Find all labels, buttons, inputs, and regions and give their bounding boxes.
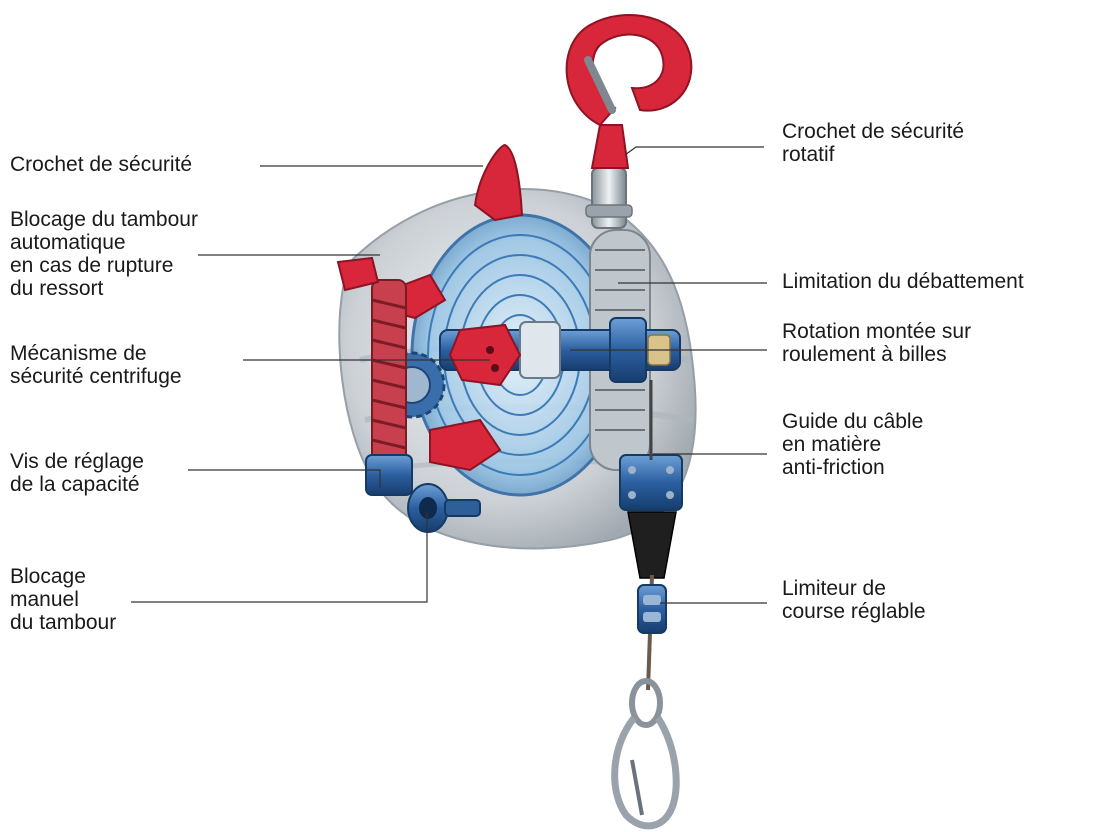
- device-illustration: [338, 15, 696, 826]
- leader-blocage-manuel: [131, 512, 427, 602]
- label-vis-reglage: Vis de réglage de la capacité: [10, 450, 144, 496]
- label-crochet-rotatif: Crochet de sécurité rotatif: [782, 120, 964, 166]
- label-blocage-manuel: Blocage manuel du tambour: [10, 565, 116, 634]
- label-limitation-debattement: Limitation du débattement: [782, 270, 1024, 293]
- label-blocage-tambour-auto: Blocage du tambour automatique en cas de…: [10, 208, 198, 300]
- rubber-stop: [628, 512, 676, 578]
- rotating-safety-hook: [567, 15, 692, 228]
- label-crochet-securite: Crochet de sécurité: [10, 153, 192, 176]
- stroke-limiter: [638, 585, 666, 633]
- label-mecanisme-centrifuge: Mécanisme de sécurité centrifuge: [10, 342, 182, 388]
- label-guide-cable: Guide du câble en matière anti-friction: [782, 410, 923, 479]
- label-rotation-roulement: Rotation montée sur roulement à billes: [782, 320, 971, 366]
- label-limiteur-course: Limiteur de course réglable: [782, 577, 926, 623]
- leader-crochet-rotatif: [625, 147, 764, 155]
- top-safety-hook: [475, 145, 522, 220]
- snap-hook: [615, 681, 677, 826]
- leader-vis-reglage: [188, 470, 380, 488]
